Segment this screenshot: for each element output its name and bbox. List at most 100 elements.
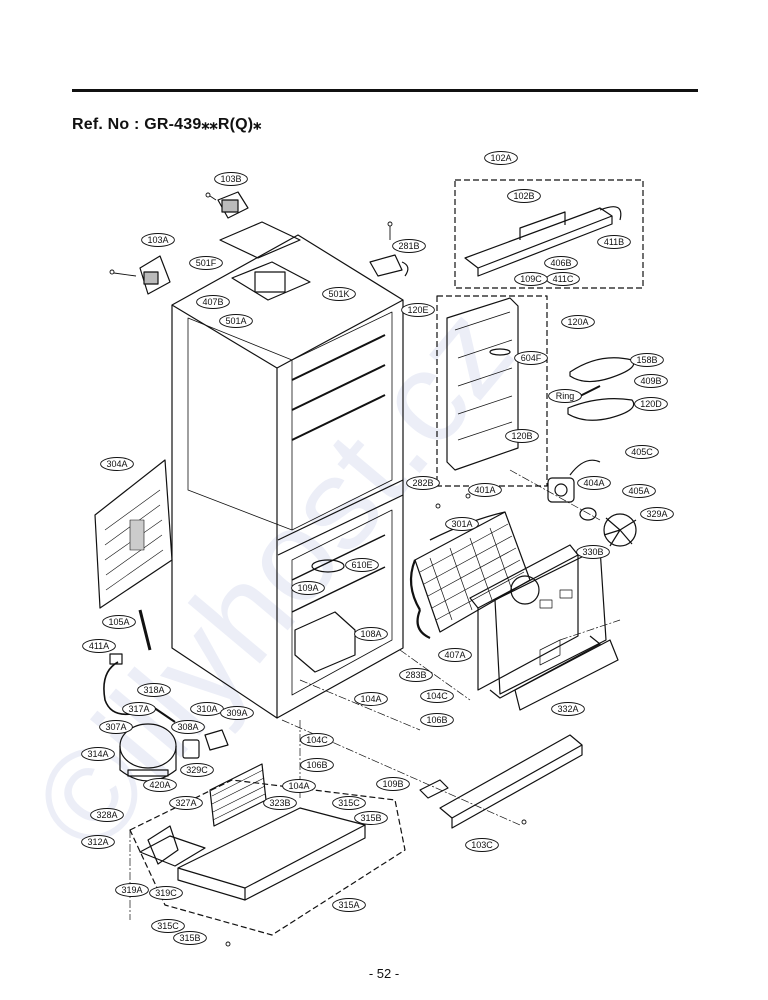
- callout-bubble: [137, 683, 171, 697]
- callout-bubble: [115, 883, 149, 897]
- callout-text: 315B: [360, 813, 381, 823]
- callout-318A: 318A: [137, 683, 171, 697]
- callout-309A: 309A: [220, 706, 254, 720]
- callout-bubble: [597, 235, 631, 249]
- callout-120E: 120E: [401, 303, 435, 317]
- base-tray-315A: [139, 807, 366, 901]
- callout-405A: 405A: [622, 484, 656, 498]
- callout-text: 319C: [155, 888, 177, 898]
- callout-329A: 329A: [640, 507, 674, 521]
- callout-310A: 310A: [190, 702, 224, 716]
- callout-411C: 411C: [546, 272, 580, 286]
- callout-304A: 304A: [100, 457, 134, 471]
- ref-title: Ref. No : GR-439⁎⁎R(Q)⁎: [72, 116, 262, 133]
- callout-text: 109A: [297, 583, 318, 593]
- callout-text: 103A: [147, 235, 168, 245]
- callout-282B: 282B: [406, 476, 440, 490]
- tube-105A: [138, 609, 152, 651]
- callout-109B: 109B: [376, 777, 410, 791]
- grille-panel-332A: [494, 547, 619, 711]
- callout-text: 102A: [490, 153, 511, 163]
- callout-text: 102B: [513, 191, 534, 201]
- callout-103C: 103C: [465, 838, 499, 852]
- callout-411B: 411B: [597, 235, 631, 249]
- callout-108A: 108A: [354, 627, 388, 641]
- cover-103B: [217, 191, 249, 219]
- callout-text: 105A: [108, 617, 129, 627]
- callout-319C: 319C: [149, 886, 183, 900]
- callout-106B_l: 106B: [300, 758, 334, 772]
- callout-323B: 323B: [263, 796, 297, 810]
- callout-text: 104C: [426, 691, 448, 701]
- callout-bubble: [173, 931, 207, 945]
- callout-bubble: [99, 720, 133, 734]
- callout-106B_r: 106B: [420, 713, 454, 727]
- callout-315C: 315C: [332, 796, 366, 810]
- callout-bubble: [100, 457, 134, 471]
- callout-text: 406B: [550, 258, 571, 268]
- callout-501A: 501A: [219, 314, 253, 328]
- callout-text: 282B: [412, 478, 433, 488]
- callout-104C_l: 104C: [300, 733, 334, 747]
- callout-text: 103B: [220, 174, 241, 184]
- callout-319A: 319A: [115, 883, 149, 897]
- callout-text: 411A: [89, 641, 109, 651]
- callout-text: 104A: [288, 781, 309, 791]
- screws: [109, 192, 527, 947]
- callout-Ring: Ring: [548, 389, 582, 403]
- callout-bubble: [354, 627, 388, 641]
- callout-281B: 281B: [392, 239, 426, 253]
- callout-104C_r: 104C: [420, 689, 454, 703]
- callout-text: 315B: [179, 933, 200, 943]
- callout-bubble: [514, 272, 548, 286]
- callout-bubble: [171, 720, 205, 734]
- page-number: - 52 -: [368, 966, 400, 981]
- callout-bubble: [220, 706, 254, 720]
- callout-text: 104C: [306, 735, 328, 745]
- callout-text: 501A: [225, 316, 246, 326]
- evaporator-cover-120B: [446, 297, 519, 471]
- callout-bubble: [122, 702, 156, 716]
- ring-409B: [579, 385, 601, 397]
- callout-text: 329A: [646, 509, 667, 519]
- bracket-109B: [419, 779, 449, 799]
- callout-bubble: [445, 517, 479, 531]
- callout-bubble: [401, 303, 435, 317]
- callout-bubble: [354, 811, 388, 825]
- callout-158B: 158B: [630, 353, 664, 367]
- callout-bubble: [630, 353, 664, 367]
- callout-314A: 314A: [81, 747, 115, 761]
- callout-text: 312A: [87, 837, 108, 847]
- callout-text: 405A: [628, 486, 649, 496]
- callout-bubble: [640, 507, 674, 521]
- callout-604F: 604F: [514, 351, 548, 365]
- callout-text: 328A: [96, 810, 117, 820]
- overload-310A: [204, 729, 229, 751]
- callout-120B: 120B: [505, 429, 539, 443]
- callout-text: 404A: [583, 478, 604, 488]
- callout-bubble: [332, 796, 366, 810]
- callout-text: 317A: [128, 704, 149, 714]
- hinge-281B: [369, 254, 409, 277]
- callout-105A: 105A: [102, 615, 136, 629]
- callout-bubble: [634, 374, 668, 388]
- back-cover-304A: [94, 459, 173, 609]
- callout-text: 308A: [177, 722, 198, 732]
- callout-bubble: [561, 315, 595, 329]
- callout-bubble: [332, 898, 366, 912]
- callout-407B: 407B: [196, 295, 230, 309]
- callout-bubble: [219, 314, 253, 328]
- callout-text: 407A: [444, 650, 465, 660]
- callout-text: 407B: [202, 297, 223, 307]
- callout-bubble: [322, 287, 356, 301]
- callout-text: 332A: [557, 704, 578, 714]
- callout-labels: 102A102B411B406B411C109C103B103A281B501F…: [81, 151, 674, 945]
- cabinet: [171, 234, 404, 719]
- callout-text: 315A: [338, 900, 359, 910]
- callout-bubble: [180, 763, 214, 777]
- callout-bubble: [300, 733, 334, 747]
- callout-501K: 501K: [322, 287, 356, 301]
- callout-bubble: [196, 295, 230, 309]
- callout-bubble: [625, 445, 659, 459]
